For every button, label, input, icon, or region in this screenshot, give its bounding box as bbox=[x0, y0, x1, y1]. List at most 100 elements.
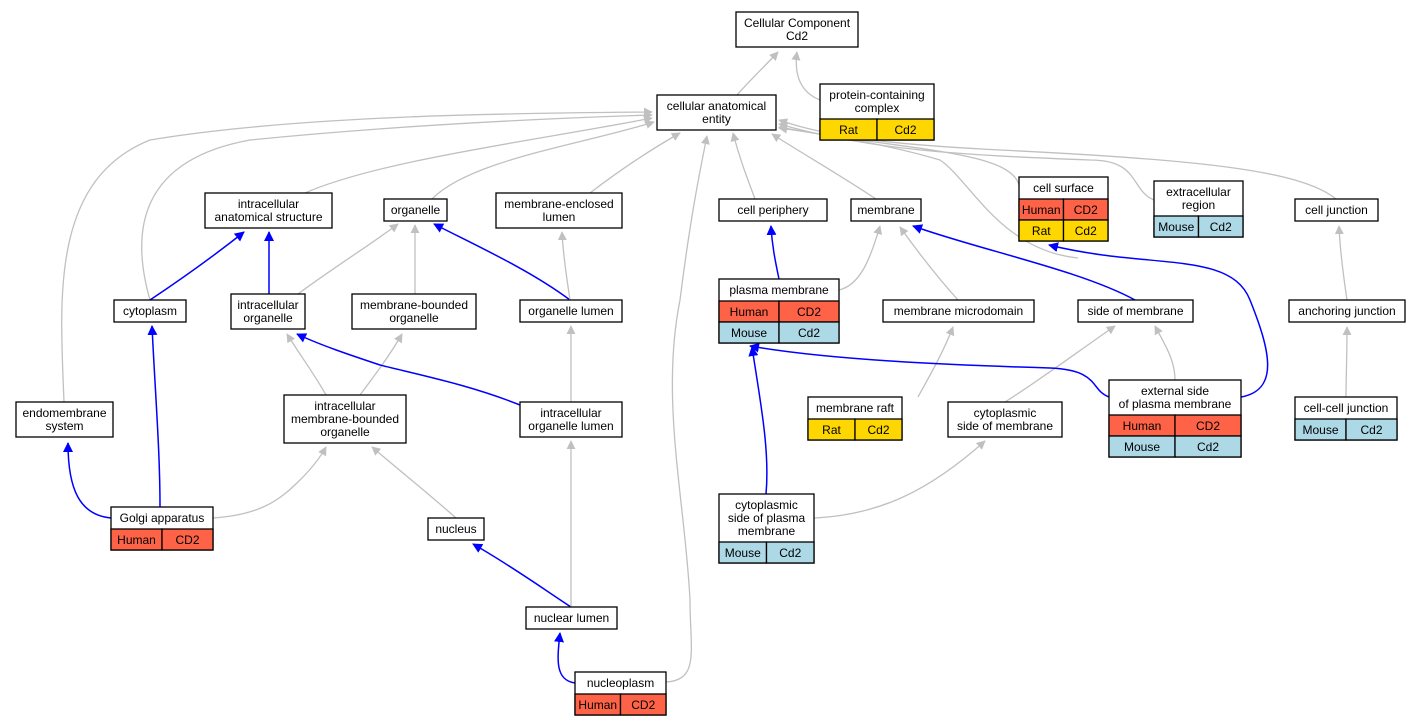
node-label-line: cytoplasmic bbox=[974, 406, 1037, 420]
node-nuclear-lumen[interactable]: nuclear lumen bbox=[525, 606, 618, 630]
species-label: Rat bbox=[1032, 224, 1051, 238]
species-label: Human bbox=[730, 305, 769, 319]
edge-intracellular-membrane-bounded-organelle-to-intracellular-organelle bbox=[286, 333, 327, 396]
gene-label: Cd2 bbox=[867, 423, 889, 437]
edge-plasma-membrane-to-cell-periphery bbox=[766, 225, 780, 280]
node-label-line: intracellular bbox=[237, 298, 298, 312]
gene-label: CD2 bbox=[1196, 419, 1220, 433]
node-label-line: endomembrane bbox=[22, 406, 106, 420]
edge-side-of-membrane-to-membrane bbox=[912, 224, 1136, 301]
node-box bbox=[519, 299, 623, 323]
gene-cell bbox=[1197, 215, 1244, 238]
edge-cytoplasmic-side-of-membrane-to-side-of-membrane bbox=[1004, 325, 1116, 403]
node-cytoplasm[interactable]: cytoplasm bbox=[113, 299, 187, 323]
edge-external-side-of-plasma-membrane-to-plasma-membrane bbox=[749, 342, 1110, 398]
gene-cell bbox=[778, 321, 840, 344]
node-box bbox=[1077, 299, 1194, 323]
node-label-line: system bbox=[45, 419, 83, 433]
edge-membrane-enclosed-lumen-to-cellular-anatomical-entity bbox=[589, 132, 681, 194]
node-anchoring-junction[interactable]: anchoring junction bbox=[1288, 299, 1406, 323]
node-label-line: intracellular bbox=[314, 399, 375, 413]
edge-cell-periphery-to-cellular-anatomical-entity bbox=[730, 132, 756, 200]
node-label-line: cell surface bbox=[1033, 181, 1094, 195]
node-nucleus[interactable]: nucleus bbox=[427, 517, 485, 541]
node-cell-periphery[interactable]: cell periphery bbox=[718, 198, 828, 222]
node-label-line: cell junction bbox=[1305, 203, 1368, 217]
gene-label: Cd2 bbox=[1075, 224, 1097, 238]
edge-external-side-of-plasma-membrane-to-side-of-membrane bbox=[1154, 325, 1176, 381]
edge-cytoplasm-to-intracellular-anatomical-structure bbox=[149, 231, 245, 301]
node-organelle[interactable]: organelle bbox=[383, 198, 448, 222]
edge-intracellular-organelle-to-organelle bbox=[297, 223, 399, 295]
node-label-line: Cellular Component bbox=[744, 16, 851, 30]
species-label: Mouse bbox=[1302, 423, 1338, 437]
node-label-line: side of plasma bbox=[728, 511, 806, 525]
node-box bbox=[1288, 299, 1406, 323]
edge-golgi-apparatus-to-endomembrane-system bbox=[63, 442, 112, 519]
node-box bbox=[525, 606, 618, 630]
node-box bbox=[230, 293, 306, 330]
gene-label: Cd2 bbox=[798, 326, 820, 340]
edge-golgi-apparatus-to-cytoplasm bbox=[147, 325, 161, 508]
node-label-line: membrane-enclosed bbox=[504, 197, 613, 211]
edge-membrane-to-cellular-anatomical-entity bbox=[771, 133, 877, 200]
gene-cell bbox=[765, 541, 815, 564]
gene-label: Cd2 bbox=[1197, 440, 1219, 454]
node-box bbox=[383, 198, 448, 222]
node-box bbox=[1294, 198, 1379, 222]
node-box bbox=[947, 401, 1063, 438]
node-membrane[interactable]: membrane bbox=[850, 198, 922, 222]
species-label: Rat bbox=[839, 123, 858, 137]
node-box bbox=[495, 192, 623, 229]
edge-intracellular-anatomical-structure-to-cellular-anatomical-entity bbox=[304, 115, 653, 194]
node-box bbox=[351, 293, 477, 330]
node-label-line: complex bbox=[855, 101, 900, 115]
node-label-line: anchoring junction bbox=[1298, 304, 1395, 318]
species-label: Mouse bbox=[725, 546, 761, 560]
node-label-line: Cd2 bbox=[786, 29, 808, 43]
edge-cytoplasm-to-cellular-anatomical-entity bbox=[141, 110, 653, 301]
node-label-line: external side bbox=[1141, 384, 1209, 398]
node-membrane-microdomain[interactable]: membrane microdomain bbox=[882, 299, 1035, 323]
node-label-line: organelle lumen bbox=[528, 304, 613, 318]
node-box bbox=[656, 94, 777, 131]
node-side-of-membrane[interactable]: side of membrane bbox=[1077, 299, 1194, 323]
edge-cell-cell-junction-to-anchoring-junction bbox=[1342, 326, 1352, 398]
edge-organelle-to-cellular-anatomical-entity bbox=[431, 120, 655, 200]
node-label-line: cytoplasmic bbox=[735, 498, 798, 512]
node-label-line: side of membrane bbox=[957, 419, 1053, 433]
node-organelle-lumen[interactable]: organelle lumen bbox=[519, 299, 623, 323]
node-cell-junction[interactable]: cell junction bbox=[1294, 198, 1379, 222]
gene-label: CD2 bbox=[175, 533, 199, 547]
gene-cell bbox=[1345, 418, 1398, 441]
node-box bbox=[882, 299, 1035, 323]
node-label-line: region bbox=[1182, 198, 1215, 212]
node-label-line: nuclear lumen bbox=[534, 611, 609, 625]
node-label-line: cellular anatomical bbox=[667, 99, 766, 113]
node-label-line: protein-containing bbox=[829, 88, 924, 102]
edge-organelle-lumen-to-organelle bbox=[433, 223, 571, 301]
node-label-line: entity bbox=[702, 112, 731, 126]
edge-nucleoplasm-to-nuclear-lumen bbox=[554, 632, 576, 684]
